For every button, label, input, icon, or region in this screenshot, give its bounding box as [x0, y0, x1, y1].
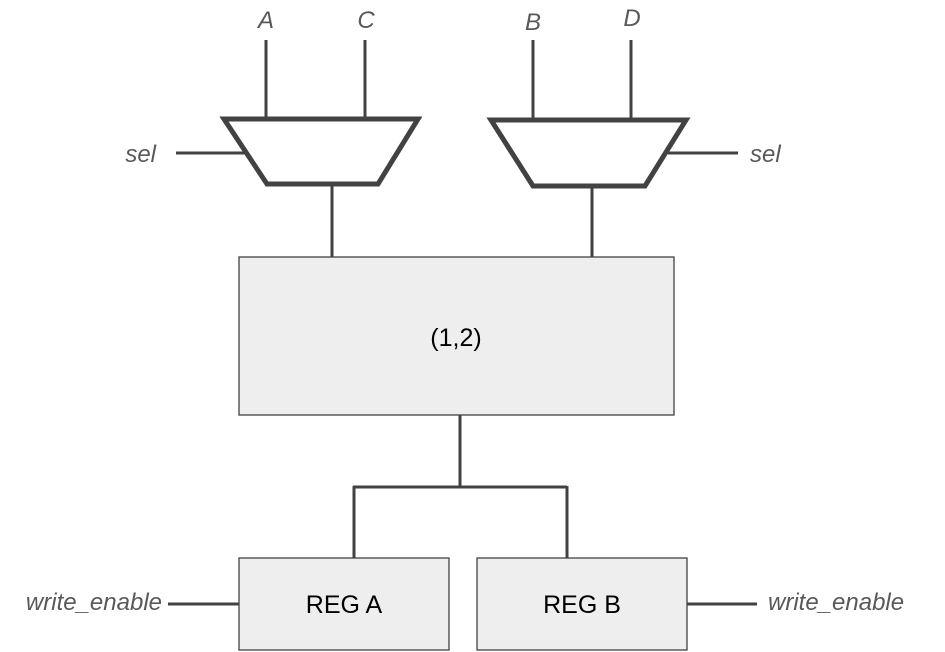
mux-right — [486, 117, 691, 189]
center-block-label: (1,2) — [430, 324, 481, 352]
register-a — [238, 557, 450, 651]
input-label-d: D — [623, 5, 640, 32]
write-enable-label-b: write_enable — [768, 589, 904, 616]
register-a-label: REG A — [306, 591, 383, 619]
input-label-a: A — [256, 7, 274, 34]
select-label-right: sel — [750, 141, 781, 168]
register-b-label: REG B — [543, 591, 621, 619]
select-label-left: sel — [125, 141, 156, 168]
mux-left — [219, 116, 423, 187]
input-label-b: B — [525, 9, 541, 36]
input-label-c: C — [357, 7, 375, 34]
register-b — [476, 557, 688, 651]
write-enable-label-a: write_enable — [26, 589, 162, 616]
center-block — [238, 256, 675, 416]
